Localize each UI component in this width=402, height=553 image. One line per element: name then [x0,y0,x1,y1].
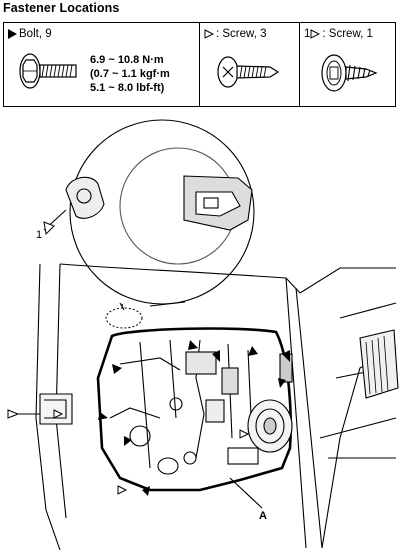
filled-triangle-icon [8,29,17,39]
callout-1: 1 [36,229,43,241]
screw-1-label: : Screw, 1 [322,28,373,40]
bolt-torque-spec: 6.9 ~ 10.8 N·m (0.7 ~ 1.1 kgf·m 5.1 ~ 8.… [90,53,170,95]
bolt-heading: Bolt, 9 [8,28,52,40]
callout-a: A [259,510,267,522]
screw-3-heading: : Screw, 3 [204,28,267,40]
screw-3-label: : Screw, 3 [216,28,267,40]
bolt-icon [19,53,77,89]
section-title: Fastener Locations [3,1,120,15]
open-triangle-icon [204,29,214,39]
torque-kgfm: (0.7 ~ 1.1 kgf·m [90,68,170,80]
screw-icon [217,56,280,88]
screw-1-heading: 1 : Screw, 1 [304,28,373,40]
screw-3-cell: : Screw, 3 [200,23,300,106]
screw-1-prefix: 1 [304,28,311,40]
door-trim-illustration [7,119,399,551]
torque-lbfft: 5.1 ~ 8.0 lbf-ft) [90,82,165,94]
fastener-table: Bolt, 9 6.9 ~ 10.8 N·m (0.7 ~ 1.1 kgf·m … [3,22,396,107]
screw-1-cell: 1 : Screw, 1 [300,23,395,106]
bolt-label: Bolt, 9 [19,28,52,40]
self-tapping-screw-icon [321,54,378,92]
open-triangle-icon [310,29,321,39]
detail-magnifier-circle [69,119,255,305]
bolt-cell: Bolt, 9 6.9 ~ 10.8 N·m (0.7 ~ 1.1 kgf·m … [4,23,200,106]
torque-nm: 6.9 ~ 10.8 N·m [90,54,164,66]
